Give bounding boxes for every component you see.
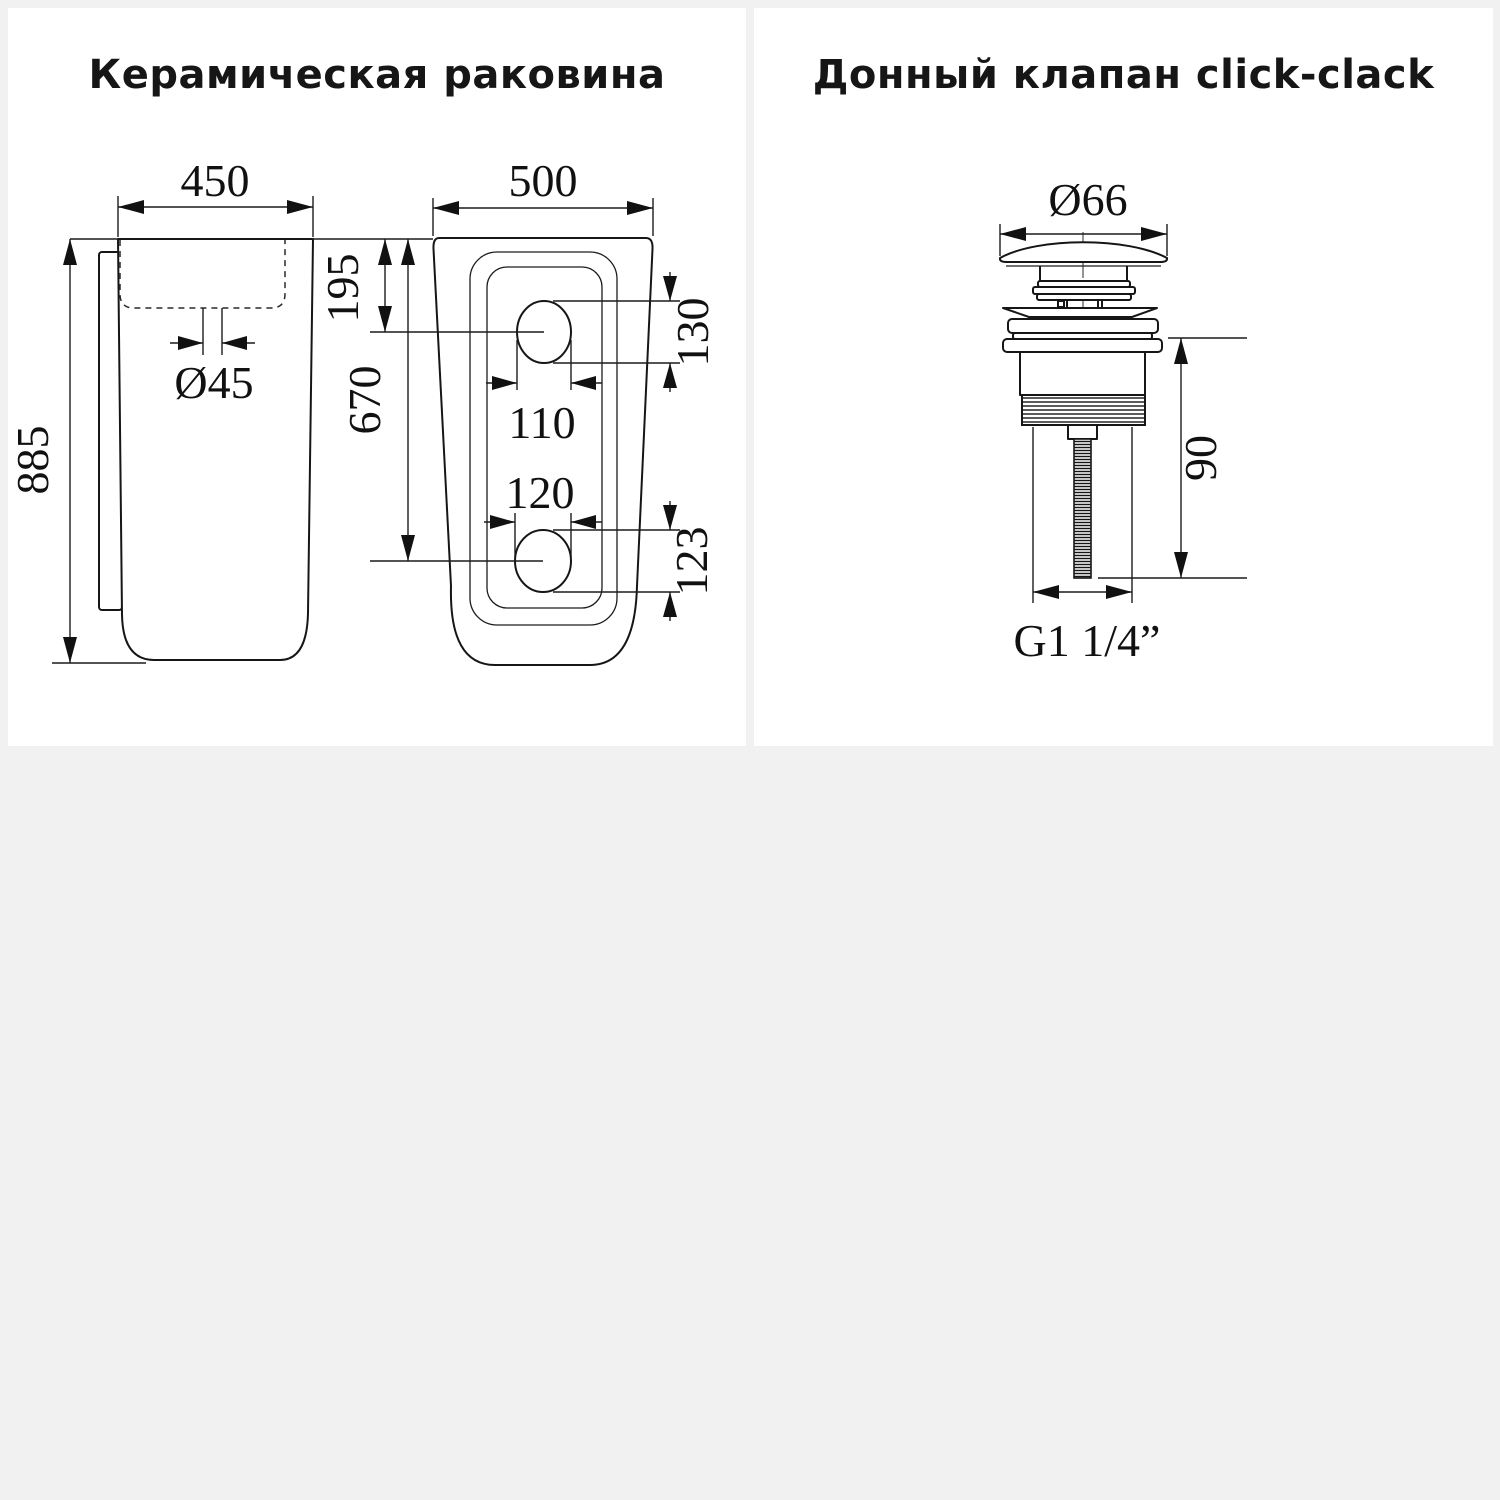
dim-label-195: 195 bbox=[317, 254, 368, 323]
sink-top-rim-shape bbox=[469, 251, 618, 626]
dim-label-66: Ø66 bbox=[1048, 174, 1127, 225]
dim-thread-g114: G1 1/4” bbox=[1014, 427, 1161, 666]
valve-cap-shape bbox=[999, 241, 1168, 263]
valve-thread-section bbox=[1021, 394, 1146, 426]
dim-label-885: 885 bbox=[8, 426, 58, 495]
dim-label-110: 110 bbox=[508, 397, 575, 448]
valve-flange-shape bbox=[1002, 307, 1158, 318]
sink-top-basin-shape bbox=[486, 266, 603, 609]
dim-label-130: 130 bbox=[667, 298, 718, 367]
dim-drain-hole-120: 120 bbox=[484, 467, 602, 557]
dim-label-500: 500 bbox=[509, 155, 578, 206]
dim-offset-670: 670 bbox=[339, 239, 543, 562]
ceramic-sink-drawing: 450 885 Ø45 bbox=[8, 155, 718, 666]
dim-label-90: 90 bbox=[1175, 435, 1226, 481]
dim-label-123: 123 bbox=[666, 527, 717, 596]
dim-front-height-885: 885 bbox=[8, 238, 146, 664]
ceramic-sink-panel: Керамическая раковина 4 bbox=[8, 8, 746, 746]
dim-faucet-hole-110: 110 bbox=[486, 340, 602, 448]
click-clack-valve-drawing: Ø66 90 G1 1/4” bbox=[999, 174, 1247, 666]
dim-drain-45: Ø45 bbox=[170, 336, 255, 408]
sink-front-view bbox=[98, 238, 314, 661]
valve-rod bbox=[1073, 438, 1092, 579]
dim-drain-hole-123: 123 bbox=[553, 501, 717, 621]
click-clack-valve-panel: Донный клапан click-clack bbox=[754, 8, 1493, 746]
dim-label-670: 670 bbox=[339, 366, 390, 435]
sink-top-outer-shape bbox=[432, 237, 654, 666]
dim-cap-66: Ø66 bbox=[999, 174, 1168, 256]
dim-height-90: 90 bbox=[1098, 337, 1247, 579]
dim-top-width-500: 500 bbox=[432, 155, 654, 236]
ceramic-sink-title: Керамическая раковина bbox=[88, 52, 666, 98]
dim-offset-195: 195 bbox=[317, 239, 544, 333]
valve-drawing-body bbox=[999, 232, 1168, 579]
dim-label-450: 450 bbox=[181, 155, 250, 206]
dim-faucet-hole-130: 130 bbox=[553, 272, 718, 392]
dim-label-120: 120 bbox=[506, 467, 575, 518]
dim-label-45: Ø45 bbox=[174, 357, 253, 408]
click-clack-valve-title: Донный клапан click-clack bbox=[812, 52, 1435, 98]
dim-front-width-450: 450 bbox=[117, 155, 314, 237]
sink-front-body-shape bbox=[117, 238, 314, 661]
dim-label-g114: G1 1/4” bbox=[1014, 615, 1161, 666]
